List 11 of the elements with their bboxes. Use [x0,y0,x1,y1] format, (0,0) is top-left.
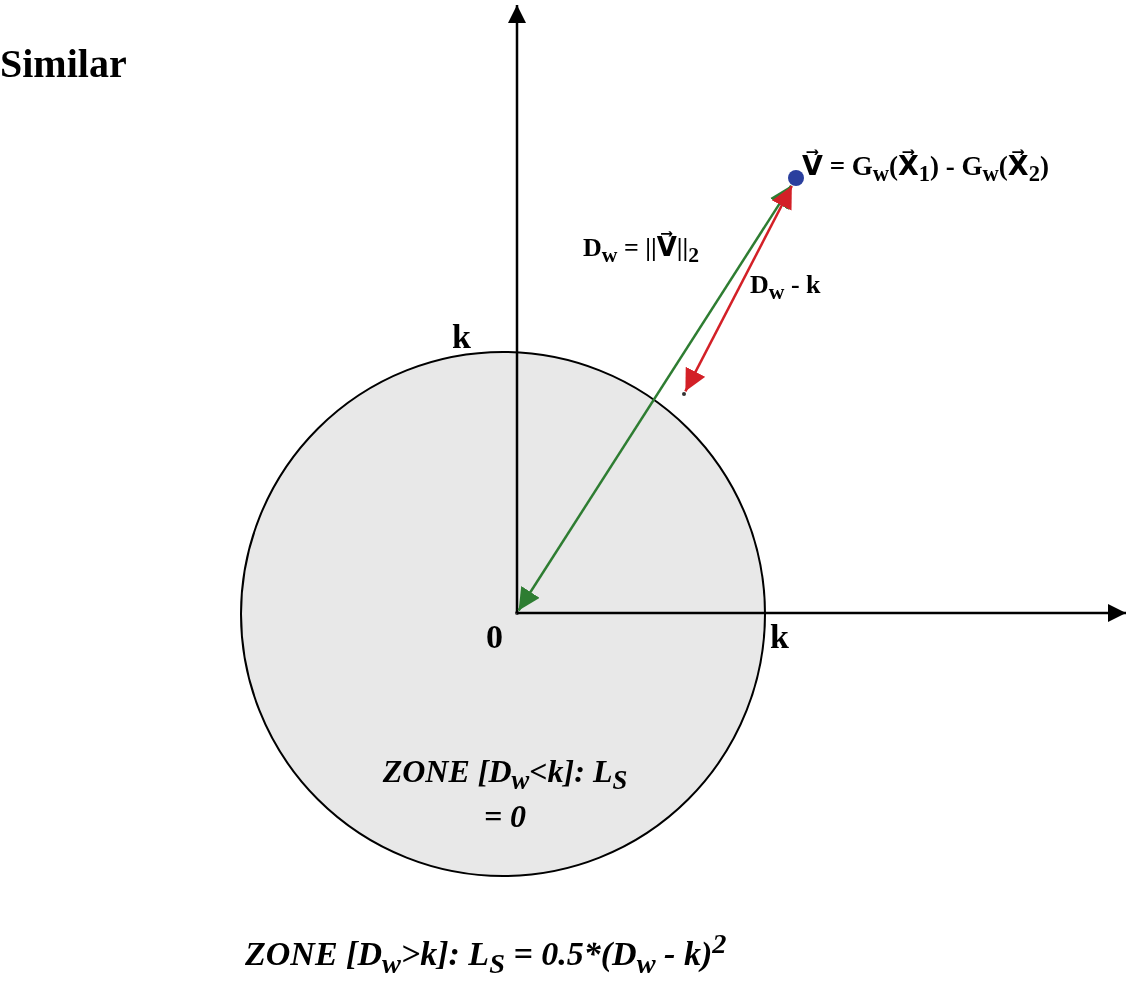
axis-label: k [770,618,789,656]
point-marker [514,610,519,615]
zone-formula: ZONE [D$_{w}$<k]: L$_{S}$ = 0 [381,753,629,835]
axis-label: k [452,318,471,356]
point-dot [788,170,804,186]
vector-formula: V⃗ = G$_{w}$(X⃗$_{1}$) - G$_{w}$(X⃗$_{2}$) [802,150,1049,188]
title-text: Similar [0,40,127,87]
double-arrow [684,185,793,392]
origin-label: 0 [486,618,503,656]
double-arrow [517,184,793,612]
zone-formula: ZONE [D$_{w}$>k]: L$_{S}$ = 0.5*(D$_{w}$ - k)$^{2}$ [245,928,727,981]
